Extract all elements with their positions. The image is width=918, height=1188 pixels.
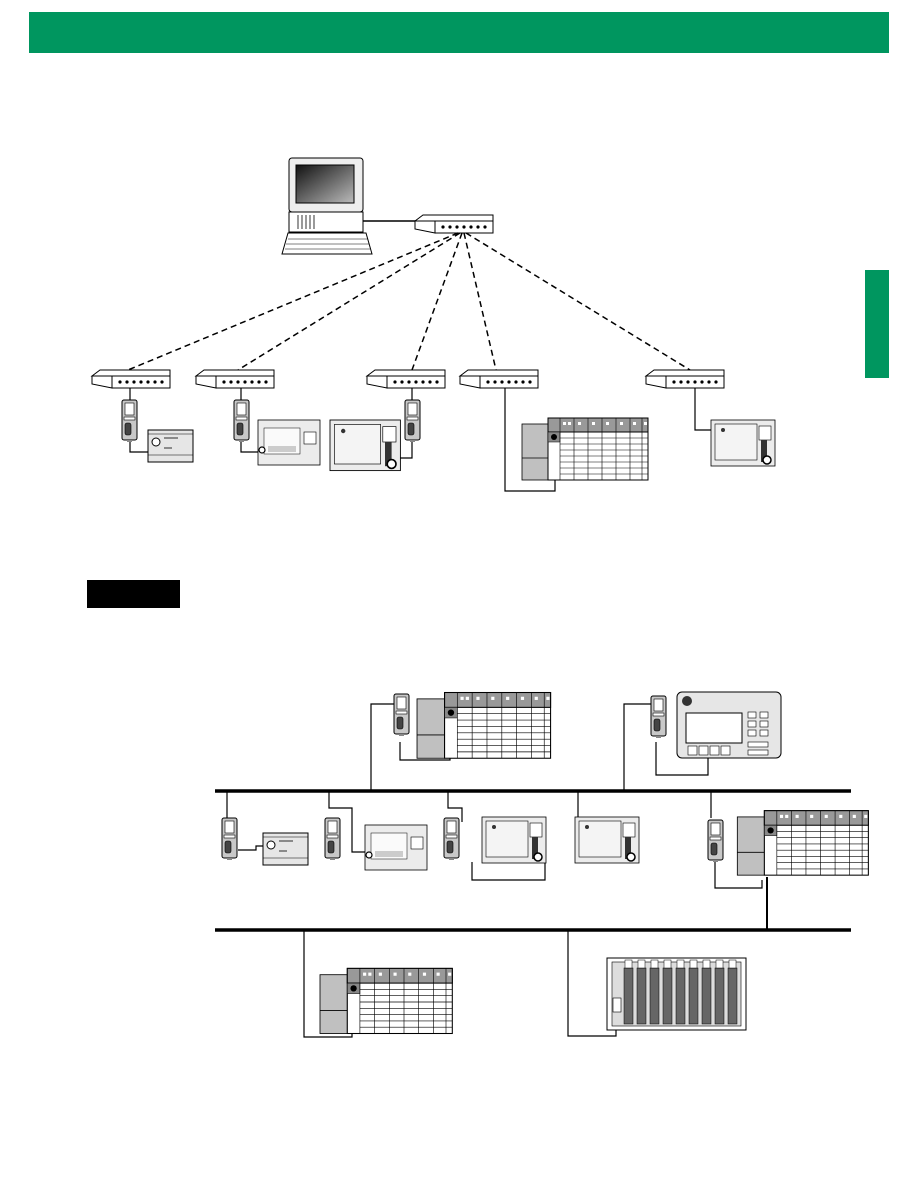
rack-plc-icon [606,957,747,1031]
network-links [127,232,691,371]
plc-icon [147,429,194,463]
hub-icon [195,369,275,389]
plc-icon [481,816,547,864]
plc-icon [574,816,640,864]
network-adapter-icon [121,399,138,443]
modular-plc-icon [416,691,552,759]
network-adapter-icon [233,399,250,443]
plc-icon [329,419,402,472]
modular-plc-icon [521,417,649,481]
plc-icon [257,419,321,466]
plc-icon [710,419,776,467]
hub-icon [459,369,539,389]
network-adapter-icon [650,695,667,739]
network-adapter-icon [707,819,724,863]
hub-icon [645,369,725,389]
hub-icon [414,214,494,234]
hub-icon [91,369,171,389]
hub-icon [366,369,446,389]
modular-plc-icon [736,810,869,876]
header-bar [29,12,889,53]
modular-plc-icon [319,967,453,1035]
network-adapter-icon [443,817,460,861]
network-adapter-icon [393,693,410,737]
section-label-box [87,580,180,608]
operator-panel-icon [676,691,782,759]
network-adapter-icon [324,817,341,861]
computer-icon [281,157,373,255]
plc-icon [262,832,309,866]
network-adapter-icon [221,817,238,861]
section-tab [865,270,889,378]
plc-icon [364,824,428,871]
network-adapter-icon [404,399,421,443]
